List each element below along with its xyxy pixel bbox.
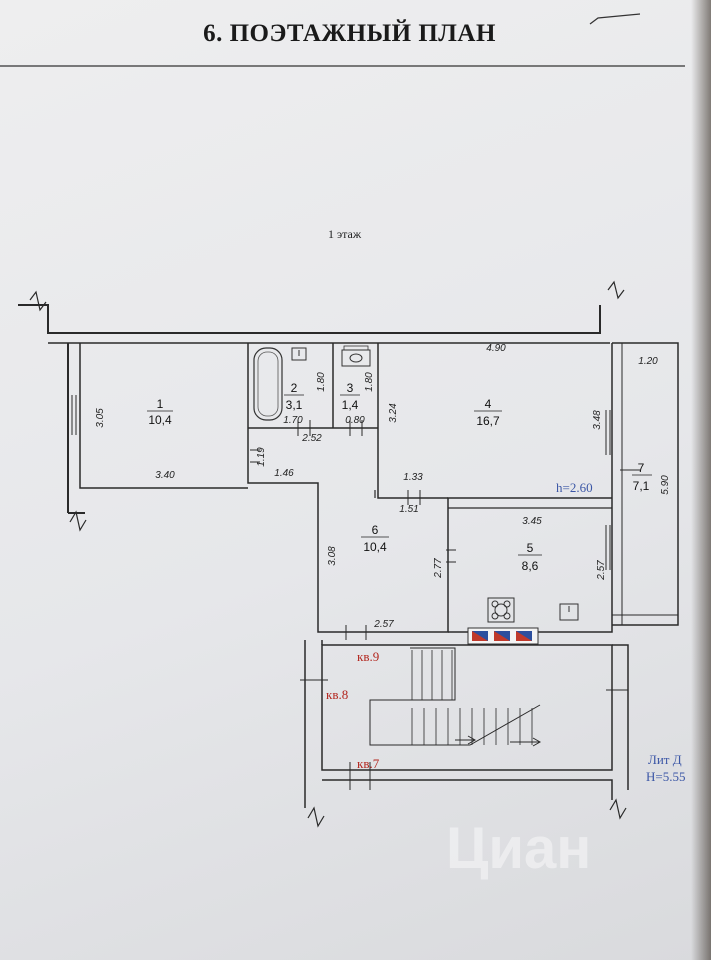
dimension-label: 3.05 — [95, 408, 106, 428]
ceiling-height-label: h=2.60 — [556, 480, 593, 495]
dimension-label: 1.19 — [256, 447, 267, 467]
dimension-label: 1.51 — [399, 504, 418, 515]
dimension-label: 3.45 — [522, 516, 542, 527]
room-7-number: 7 — [638, 461, 645, 475]
room-7-label: 7 7,1 — [632, 461, 652, 493]
room-3-number: 3 — [347, 381, 354, 395]
stove-icon — [487, 597, 515, 623]
dimension-label: 3.48 — [592, 410, 603, 430]
room-4-number: 4 — [485, 397, 492, 411]
building-height-label: H=5.55 — [646, 769, 685, 784]
room-1-number: 1 — [157, 397, 164, 411]
dimension-label: 1.80 — [364, 372, 375, 392]
kitchen-sink-icon — [559, 603, 579, 621]
dimension-label: 1.80 — [316, 372, 327, 392]
dimension-label: 4.90 — [486, 343, 506, 354]
corner-check-mark — [589, 13, 641, 25]
toilet-icon — [341, 345, 371, 367]
dimension-label: 5.90 — [660, 475, 671, 495]
dimension-label: 2.57 — [373, 619, 394, 630]
sink-icon — [291, 347, 307, 361]
dimension-label: 1.46 — [274, 468, 294, 479]
dimension-label: 3.24 — [388, 403, 399, 423]
room-2-label: 2 3,1 — [284, 381, 304, 412]
room-4-area: 16,7 — [476, 414, 500, 428]
room-5-label: 5 8,6 — [518, 541, 542, 573]
building-walls — [18, 280, 679, 828]
room-5-number: 5 — [527, 541, 534, 555]
dimension-label: 3.08 — [327, 546, 338, 566]
dimension-label: 2.52 — [301, 433, 322, 444]
document-title: 6. ПОЭТАЖНЫЙ ПЛАН — [203, 20, 496, 47]
dimension-label: 1.20 — [638, 356, 658, 367]
room-2-area: 3,1 — [286, 398, 303, 412]
room-3-label: 3 1,4 — [340, 381, 360, 412]
dimension-label: 2.77 — [433, 558, 444, 579]
room-7-area: 7,1 — [633, 479, 650, 493]
room-1-label: 1 10,4 — [147, 397, 173, 427]
dimension-label: 2.57 — [596, 560, 607, 581]
lit-label: Лит Д — [648, 752, 682, 767]
floor-label: 1 этаж — [328, 227, 362, 241]
apartment-9-label: кв.9 — [357, 649, 379, 664]
room-2-number: 2 — [291, 381, 298, 395]
room-6-number: 6 — [372, 523, 379, 537]
room-4-label: 4 16,7 — [474, 397, 502, 428]
room-6-area: 10,4 — [363, 540, 387, 554]
apartment-8-label: кв.8 — [326, 687, 348, 702]
watermark-text: Циан — [446, 816, 591, 881]
page-edge-shadow — [691, 0, 711, 960]
room-6-label: 6 10,4 — [361, 523, 389, 554]
apartment-7-label: кв.7 — [357, 756, 380, 771]
dimension-label: 1.33 — [403, 472, 423, 483]
room-1-area: 10,4 — [148, 413, 172, 427]
room-3-area: 1,4 — [342, 398, 359, 412]
bathtub-icon — [253, 347, 283, 421]
dimension-label: 0.80 — [345, 415, 365, 426]
radiator-vents-icon — [467, 627, 539, 645]
room-5-area: 8,6 — [522, 559, 539, 573]
dimension-label: 3.40 — [155, 470, 175, 481]
dimension-label: 1.70 — [283, 415, 303, 426]
